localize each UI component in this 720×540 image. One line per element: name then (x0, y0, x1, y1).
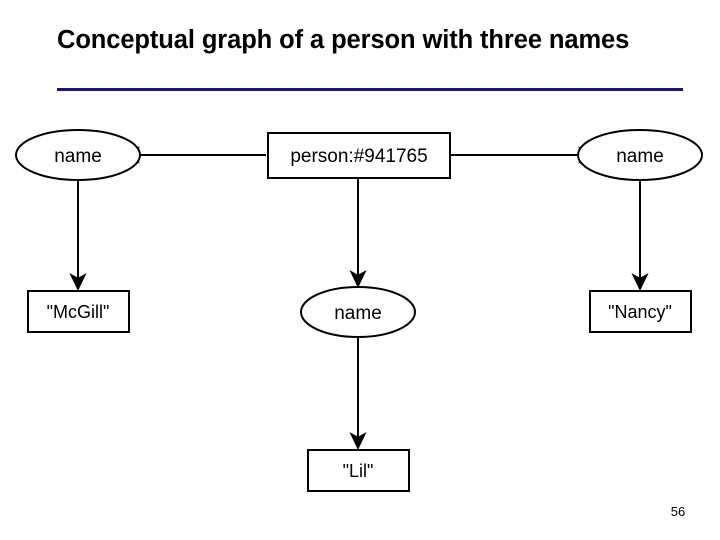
relation-node-name-center-label: name (334, 303, 382, 324)
graph-edges (69, 146, 649, 450)
relation-node-name-center[interactable]: name (300, 286, 416, 338)
concept-node-nancy[interactable]: "Nancy" (589, 290, 692, 333)
concept-node-person[interactable]: person:#941765 (267, 132, 451, 179)
relation-node-name-right-label: name (616, 146, 664, 167)
concept-node-lil-label: "Lil" (343, 461, 374, 481)
concept-node-nancy-label: "Nancy" (608, 302, 672, 322)
concept-node-lil[interactable]: "Lil" (307, 449, 410, 492)
relation-node-name-left[interactable]: name (15, 129, 141, 181)
concept-node-mcgill[interactable]: "McGill" (27, 290, 130, 333)
concept-node-person-label: person:#941765 (290, 146, 427, 167)
title-divider (57, 88, 683, 91)
concept-node-mcgill-label: "McGill" (47, 302, 110, 322)
page-title: Conceptual graph of a person with three … (57, 26, 630, 54)
relation-node-name-left-label: name (54, 146, 102, 167)
relation-node-name-right[interactable]: name (577, 129, 703, 181)
slide-page-number: 56 (670, 504, 686, 519)
